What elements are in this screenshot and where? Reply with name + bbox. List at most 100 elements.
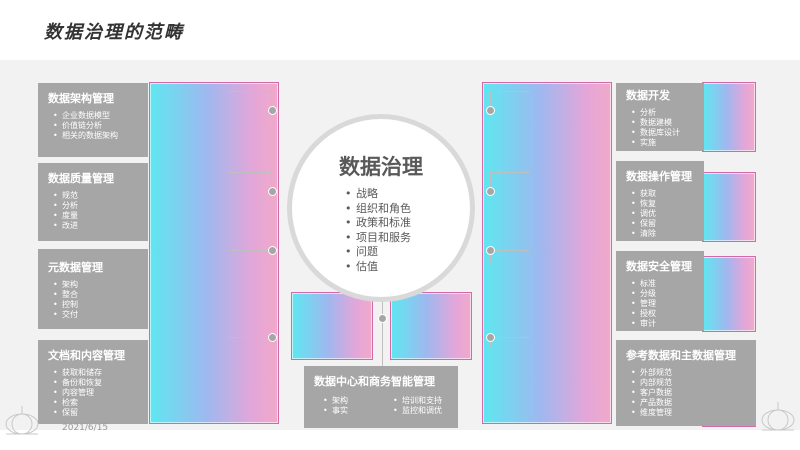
- list-item: 产品数据: [631, 398, 746, 408]
- right-gradient-strip-3: [702, 256, 756, 332]
- list-item: 估值: [345, 260, 411, 275]
- list-item: 外部规范: [631, 368, 746, 378]
- list-item: 度量: [53, 211, 138, 221]
- list-item: 分级: [631, 289, 694, 299]
- bi-management-box: 数据中心和商务智能管理 架构 事实 培训和支持 监控和调优: [304, 366, 458, 428]
- footer-date: 2021/6/15: [62, 423, 109, 433]
- connector-line: [228, 91, 272, 111]
- box-list: 架构 整合 控制 交付: [48, 280, 138, 320]
- list-item: 管理: [631, 299, 694, 309]
- list-item: 备份和恢复: [53, 378, 138, 388]
- lantern-ornament-icon: [5, 406, 39, 435]
- connector-dot: [268, 333, 277, 342]
- data-architecture-box: 数据架构管理 企业数据模型 价值链分析 相关的数据架构: [38, 83, 148, 157]
- connector-line: [490, 337, 530, 347]
- data-operations-box: 数据操作管理 获取 恢复 调优 保留 清除: [616, 161, 704, 241]
- connector-dot: [268, 246, 277, 255]
- data-development-box: 数据开发 分析 数据建模 数据库设计 实施: [616, 83, 704, 151]
- list-item: 事实: [323, 406, 348, 416]
- box-title: 数据中心和商务智能管理: [314, 375, 435, 388]
- box-title: 数据架构管理: [48, 92, 114, 105]
- list-item: 清除: [631, 229, 694, 239]
- list-item: 架构: [53, 280, 138, 290]
- box-list: 标准 分级 管理 授权 审计: [626, 279, 694, 329]
- box-title: 数据操作管理: [626, 170, 692, 183]
- box-title: 数据质量管理: [48, 172, 114, 185]
- connector-dot: [486, 187, 495, 196]
- page-title: 数据治理的范畴: [44, 22, 184, 43]
- list-item: 控制: [53, 300, 138, 310]
- list-item: 监控和调优: [393, 406, 442, 416]
- connector-line: [228, 337, 272, 347]
- list-item: 客户数据: [631, 388, 746, 398]
- data-quality-box: 数据质量管理 规范 分析 度量 改进: [38, 163, 148, 241]
- list-item: 调优: [631, 209, 694, 219]
- list-item: 价值链分析: [53, 121, 138, 131]
- data-security-box: 数据安全管理 标准 分级 管理 授权 审计: [616, 251, 704, 331]
- connector-dot: [268, 187, 277, 196]
- connector-dot: [486, 333, 495, 342]
- connector-dot: [486, 246, 495, 255]
- list-item: 培训和支持: [393, 396, 442, 406]
- list-item: 保留: [53, 408, 138, 418]
- box-list: 规范 分析 度量 改进: [48, 191, 138, 231]
- list-item: 审计: [631, 319, 694, 329]
- box-title: 参考数据和主数据管理: [626, 349, 736, 362]
- list-item: 维度管理: [631, 408, 746, 418]
- list-item: 改进: [53, 221, 138, 231]
- list-item: 项目和服务: [345, 231, 411, 246]
- list-item: 内部规范: [631, 378, 746, 388]
- connector-dot: [268, 106, 277, 115]
- box-list: 获取 恢复 调优 保留 清除: [626, 189, 694, 239]
- box-list: 获取和储存 备份和恢复 内容管理 检索 保留: [48, 368, 138, 418]
- right-gradient-strip-1: [702, 82, 756, 152]
- document-content-box: 文档和内容管理 获取和储存 备份和恢复 内容管理 检索 保留: [38, 340, 148, 424]
- right-gradient-strip-2: [702, 172, 756, 242]
- center-title: 数据治理: [339, 155, 423, 179]
- connector-dot: [486, 106, 495, 115]
- list-item: 交付: [53, 310, 138, 320]
- box-title: 元数据管理: [48, 261, 103, 274]
- connector-line: [228, 250, 272, 264]
- list-item: 政策和标准: [345, 216, 411, 231]
- connector-line: [490, 250, 530, 264]
- list-item: 标准: [631, 279, 694, 289]
- list-item: 内容管理: [53, 388, 138, 398]
- box-list: 外部规范 内部规范 客户数据 产品数据 维度管理: [626, 368, 746, 418]
- box-list: 分析 数据建模 数据库设计 实施: [626, 108, 694, 148]
- box-list-col1: 架构 事实: [318, 396, 348, 416]
- list-item: 保留: [631, 219, 694, 229]
- bottom-right-gradient-tile: [390, 292, 472, 360]
- list-item: 分析: [53, 201, 138, 211]
- connector-line: [490, 91, 530, 111]
- list-item: 恢复: [631, 199, 694, 209]
- list-item: 整合: [53, 290, 138, 300]
- bottom-left-gradient-tile: [291, 292, 373, 360]
- box-title: 文档和内容管理: [48, 349, 125, 362]
- box-title: 数据开发: [626, 89, 670, 102]
- list-item: 授权: [631, 309, 694, 319]
- list-item: 分析: [631, 108, 694, 118]
- box-list: 企业数据模型 价值链分析 相关的数据架构: [48, 111, 138, 141]
- box-title: 数据安全管理: [626, 260, 692, 273]
- list-item: 战略: [345, 187, 411, 202]
- list-item: 组织和角色: [345, 202, 411, 217]
- list-item: 获取和储存: [53, 368, 138, 378]
- list-item: 问题: [345, 245, 411, 260]
- connector-dot: [378, 314, 387, 323]
- list-item: 数据建模: [631, 118, 694, 128]
- list-item: 企业数据模型: [53, 111, 138, 121]
- list-item: 检索: [53, 398, 138, 408]
- list-item: 相关的数据架构: [53, 131, 138, 141]
- box-list-col2: 培训和支持 监控和调优: [388, 396, 442, 416]
- list-item: 实施: [631, 138, 694, 148]
- metadata-box: 元数据管理 架构 整合 控制 交付: [38, 249, 148, 329]
- left-gradient-panel: [149, 82, 279, 424]
- right-gradient-panel: [482, 82, 612, 424]
- center-circle: 数据治理 战略 组织和角色 政策和标准 项目和服务 问题 估值: [287, 114, 475, 302]
- lantern-ornament-icon: [761, 402, 795, 431]
- connector-line: [382, 300, 383, 366]
- connector-line: [490, 172, 530, 192]
- center-list: 战略 组织和角色 政策和标准 项目和服务 问题 估值: [344, 187, 411, 274]
- master-data-box: 参考数据和主数据管理 外部规范 内部规范 客户数据 产品数据 维度管理: [616, 340, 756, 426]
